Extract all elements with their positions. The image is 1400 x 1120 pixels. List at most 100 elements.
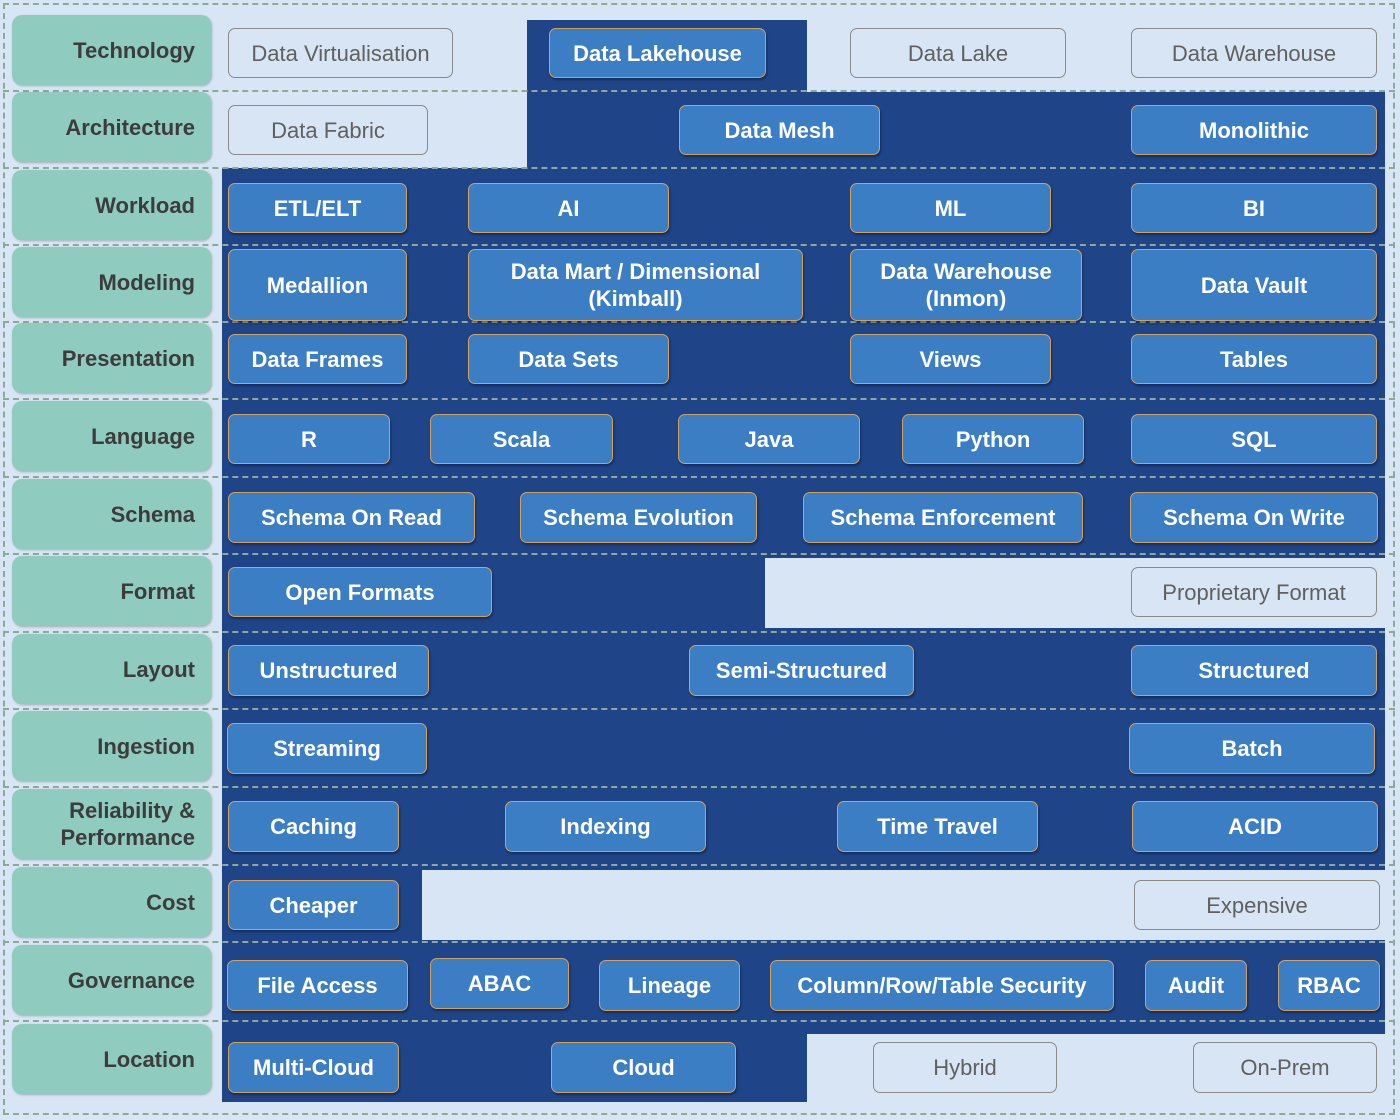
option-lineage: Lineage [599,960,740,1011]
row-divider [3,167,1395,169]
option-label: Data Frames [251,346,384,372]
category-label: Ingestion [97,733,195,759]
category-reliability-and-performance: Reliability & Performance [12,789,211,859]
option-streaming: Streaming [227,723,427,774]
option-label: BI [1243,195,1265,221]
option-batch: Batch [1129,723,1375,774]
category-label: Location [103,1046,195,1072]
option-label: Scala [492,426,551,452]
category-workload: Workload [12,170,211,240]
option-hybrid: Hybrid [873,1042,1057,1093]
option-ml: ML [850,183,1051,233]
option-label: Medallion [266,272,369,298]
category-architecture: Architecture [12,92,211,162]
option-data-sets: Data Sets [468,334,669,384]
option-etl-elt: ETL/ELT [228,183,407,233]
option-label: Data Warehouse (Inmon) [880,259,1052,311]
option-python: Python [902,414,1084,464]
option-label: Time Travel [877,814,998,839]
option-label: RBAC [1297,973,1361,998]
option-cloud: Cloud [551,1042,736,1093]
option-on-prem: On-Prem [1193,1042,1377,1093]
option-label: Data Sets [518,346,619,372]
outer-border [3,3,1395,1115]
option-data-lakehouse: Data Lakehouse [549,28,766,78]
category-label: Language [91,423,195,449]
option-expensive: Expensive [1134,880,1380,930]
row-divider [3,90,1395,92]
category-label: Format [120,578,195,604]
option-label: Data Lakehouse [573,40,742,66]
category-ingestion: Ingestion [12,711,211,781]
option-label: ACID [1228,814,1282,839]
category-label: Reliability & Performance [60,798,195,850]
option-proprietary-format: Proprietary Format [1131,567,1377,617]
option-label: Python [955,426,1031,452]
option-label: Streaming [273,736,381,761]
option-abac: ABAC [430,958,569,1009]
category-label: Workload [95,192,195,218]
category-label: Governance [67,967,195,993]
option-file-access: File Access [227,960,408,1011]
category-label: Layout [122,656,195,682]
category-label: Architecture [65,114,195,140]
option-label: Cloud [612,1055,675,1080]
option-label: Caching [270,814,357,839]
option-rbac: RBAC [1278,960,1380,1011]
option-data-fabric: Data Fabric [228,105,428,155]
row-divider [3,786,1395,788]
option-label: Data Warehouse [1171,40,1337,66]
row-divider [3,244,1395,246]
option-label: Indexing [560,814,651,839]
option-label: Multi-Cloud [253,1055,374,1080]
option-label: Column/Row/Table Security [797,973,1087,998]
option-data-warehouse: Data Warehouse [1131,28,1377,78]
option-r: R [228,414,390,464]
option-label: Java [744,426,794,452]
row-divider [3,864,1395,866]
option-label: Schema On Write [1163,505,1345,530]
category-format: Format [12,556,211,626]
row-divider [3,398,1395,400]
option-structured: Structured [1131,645,1377,696]
option-data-mesh: Data Mesh [679,105,880,155]
option-label: Data Mart / Dimensional (Kimball) [510,259,761,311]
option-semi-structured: Semi-Structured [689,645,914,696]
option-data-frames: Data Frames [228,334,407,384]
option-monolithic: Monolithic [1131,105,1377,155]
option-data-lake: Data Lake [850,28,1066,78]
option-label: SQL [1231,426,1277,452]
option-label: ABAC [467,971,532,996]
option-open-formats: Open Formats [228,567,492,617]
option-unstructured: Unstructured [228,645,429,696]
option-label: Monolithic [1199,117,1309,143]
option-scala: Scala [430,414,613,464]
category-label: Cost [146,889,195,915]
category-governance: Governance [12,945,211,1015]
category-modeling: Modeling [12,247,211,317]
category-technology: Technology [12,15,211,85]
option-label: Lineage [627,973,712,998]
option-label: Structured [1198,658,1310,683]
option-label: Hybrid [933,1055,997,1080]
option-label: ETL/ELT [273,195,362,221]
option-audit: Audit [1145,960,1247,1011]
option-multi-cloud: Multi-Cloud [228,1042,399,1093]
option-data-vault: Data Vault [1131,249,1377,321]
option-label: Audit [1167,973,1225,998]
category-schema: Schema [12,479,211,549]
option-label: Batch [1221,736,1283,761]
option-data-mart-dimensional-kimball: Data Mart / Dimensional (Kimball) [468,249,803,321]
option-time-travel: Time Travel [837,801,1038,852]
category-location: Location [12,1024,211,1094]
row-divider [3,553,1395,555]
option-label: Proprietary Format [1162,579,1346,605]
option-acid: ACID [1132,801,1378,852]
option-label: Schema Evolution [543,505,734,530]
option-label: Schema Enforcement [830,505,1056,530]
option-bi: BI [1131,183,1377,233]
option-data-virtualisation: Data Virtualisation [228,28,453,78]
category-language: Language [12,401,211,471]
option-label: Schema On Read [261,505,442,530]
option-label: Cheaper [269,892,358,918]
